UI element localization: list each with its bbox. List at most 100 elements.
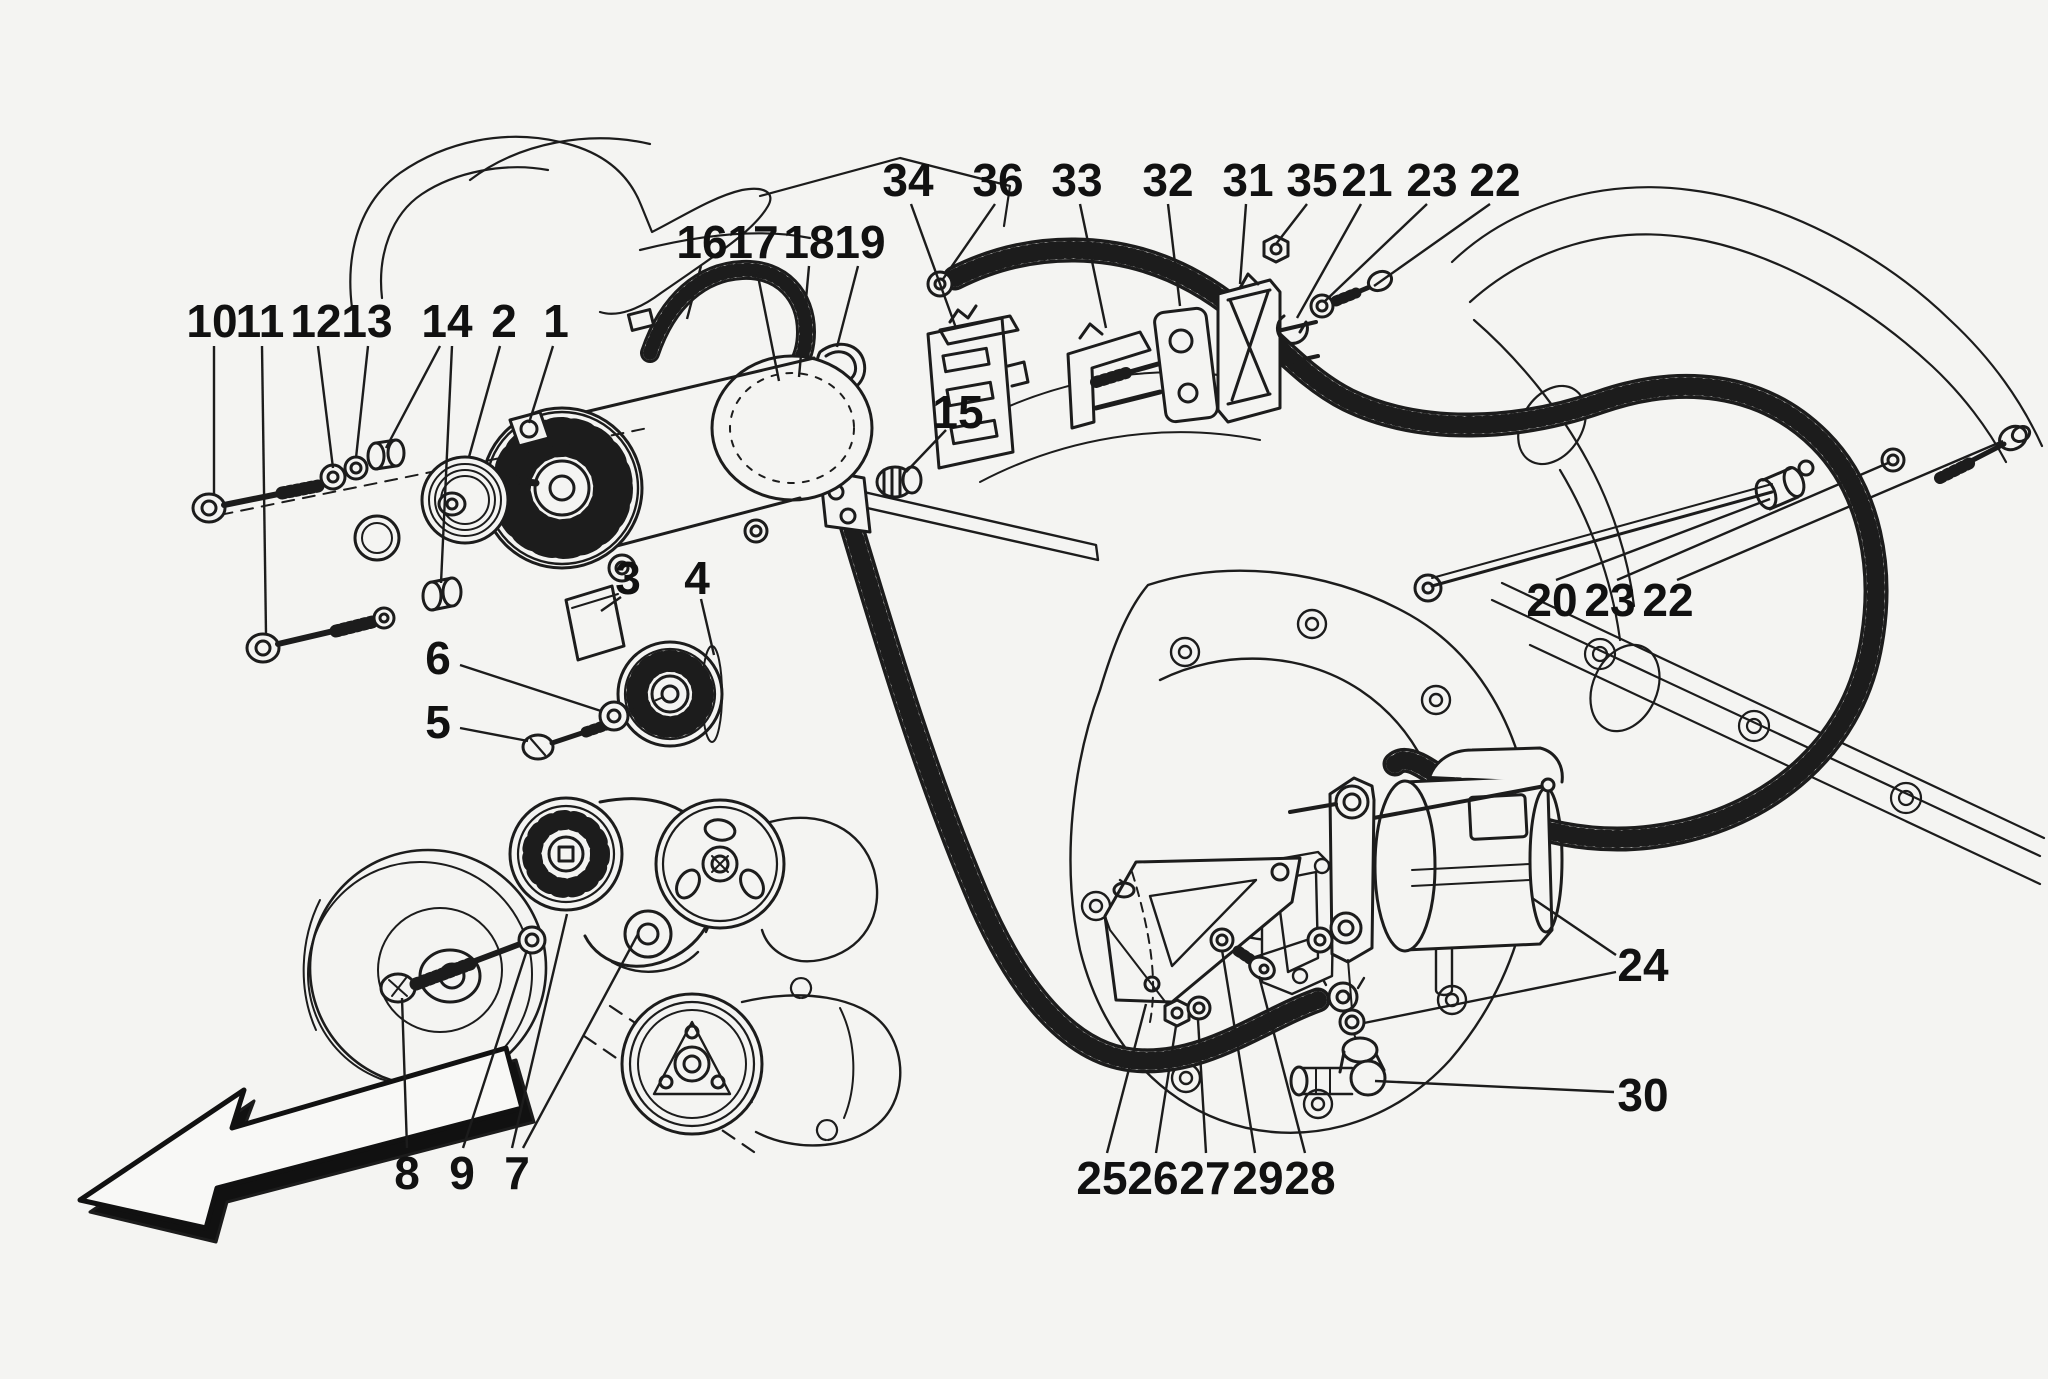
callout-6-label: 6 (425, 632, 451, 684)
callout-11-leader (260, 345, 268, 635)
callout-21: 21 (1295, 154, 1393, 319)
callout-36: 36 (942, 154, 1024, 280)
callout-7-leader (521, 933, 640, 1149)
callout-22-leader (1373, 203, 1491, 287)
washer-6 (598, 700, 630, 732)
washer-9 (517, 925, 547, 955)
callout-34: 34 (882, 154, 958, 329)
callout-12: 12 (290, 295, 342, 469)
starter-body (1350, 746, 1564, 997)
o-ring (353, 514, 401, 562)
elbow-fitting-30 (1289, 1036, 1387, 1097)
callout-23-label: 23 (1584, 574, 1635, 626)
callout-35: 35 (1275, 154, 1338, 245)
callout-31-leader (1238, 203, 1248, 285)
callout-8: 8 (394, 997, 420, 1199)
callout-14: 14 (384, 295, 473, 584)
callout-28-leader (1257, 975, 1307, 1154)
callout-8-label: 8 (394, 1147, 420, 1199)
callout-32: 32 (1142, 154, 1194, 307)
idler-pulley-4 (616, 640, 724, 748)
callout-19: 19 (834, 216, 886, 348)
callout-22-label: 22 (1642, 574, 1693, 626)
cable-bracket-hardware (1066, 234, 1394, 430)
callout-20-label: 20 (1526, 574, 1577, 626)
callout-12-leader (316, 345, 335, 469)
nut-26 (1163, 998, 1191, 1028)
callout-2-leader (467, 345, 502, 458)
callout-34-leader (909, 203, 958, 329)
callout-21-leader (1295, 203, 1363, 319)
starter-motor (1103, 746, 1564, 1097)
callout-22: 22 (1642, 439, 2004, 626)
callout-32-leader (1166, 203, 1182, 307)
callout-4-leader (699, 598, 716, 656)
bolt-11 (245, 606, 396, 664)
callout-9-leader (461, 949, 529, 1149)
washer-29 (1209, 927, 1235, 953)
callout-26-label: 26 (1127, 1152, 1178, 1204)
grommet-15 (875, 465, 923, 499)
callout-13-leader (354, 345, 370, 459)
callout-8-leader (400, 997, 409, 1149)
callout-26: 26 (1127, 1025, 1179, 1204)
callout-25-label: 25 (1076, 1152, 1127, 1204)
cable-clamp-20 (1754, 459, 1815, 511)
callout-24-label: 24 (1617, 939, 1669, 991)
callout-14-leader (439, 345, 454, 584)
callout-23-leader (1323, 203, 1428, 303)
callout-1-label: 1 (543, 295, 569, 347)
callout-32-label: 32 (1142, 154, 1193, 206)
washer-27 (1186, 995, 1212, 1021)
callout-34-label: 34 (882, 154, 934, 206)
callout-20: 20 (1526, 497, 1771, 626)
bushing-14b (421, 576, 463, 612)
callout-27-leader (1196, 1019, 1208, 1154)
callout-7-leader (510, 913, 569, 1149)
callout-11: 11 (236, 295, 284, 635)
callout-35-label: 35 (1286, 154, 1337, 206)
callout-31: 31 (1222, 154, 1274, 285)
callout-5-leader (459, 726, 529, 743)
callout-6-leader (459, 663, 602, 713)
callout-22: 22 (1373, 154, 1521, 287)
starter-hardware (1163, 927, 1276, 1028)
callout-30-leader (1374, 1079, 1615, 1094)
valve-cover-rail (1490, 581, 2046, 886)
callout-18: 18 (783, 216, 835, 378)
terminal-and-elbow (1289, 959, 1387, 1097)
callout-16-label: 16 (676, 216, 727, 268)
callout-14-label: 14 (421, 295, 473, 347)
callout-4: 4 (684, 552, 716, 656)
callout-15: 15 (905, 386, 984, 473)
engine-artwork (77, 135, 2046, 1244)
callout-12-label: 12 (290, 295, 341, 347)
callout-23-label: 23 (1406, 154, 1457, 206)
callout-16: 16 (676, 216, 728, 320)
spacer-14a (366, 438, 406, 471)
callout-19-label: 19 (834, 216, 885, 268)
callout-9-label: 9 (449, 1147, 475, 1199)
callout-36-label: 36 (972, 154, 1023, 206)
callout-30-label: 30 (1617, 1069, 1668, 1121)
callout-2: 2 (467, 295, 517, 458)
callout-23: 23 (1323, 154, 1458, 303)
callout-13-label: 13 (341, 295, 392, 347)
callout-24: 24 (1363, 897, 1669, 1025)
callout-3-label: 3 (615, 552, 641, 604)
callout-23: 23 (1584, 461, 1889, 626)
bolt-28 (1232, 945, 1276, 981)
callout-7-label: 7 (504, 1147, 530, 1199)
relay-bracket-34 (926, 304, 1030, 470)
callout-3-leader (600, 596, 622, 612)
engine-top-left-outline (349, 135, 1012, 315)
callout-29-leader (1220, 949, 1257, 1154)
callout-17-label: 17 (727, 216, 778, 268)
callout-26-leader (1154, 1025, 1178, 1154)
callout-5: 5 (425, 696, 529, 748)
callout-16-leader (685, 265, 703, 320)
callout-22-leader (1676, 439, 2004, 582)
callout-1-leader (527, 345, 555, 424)
